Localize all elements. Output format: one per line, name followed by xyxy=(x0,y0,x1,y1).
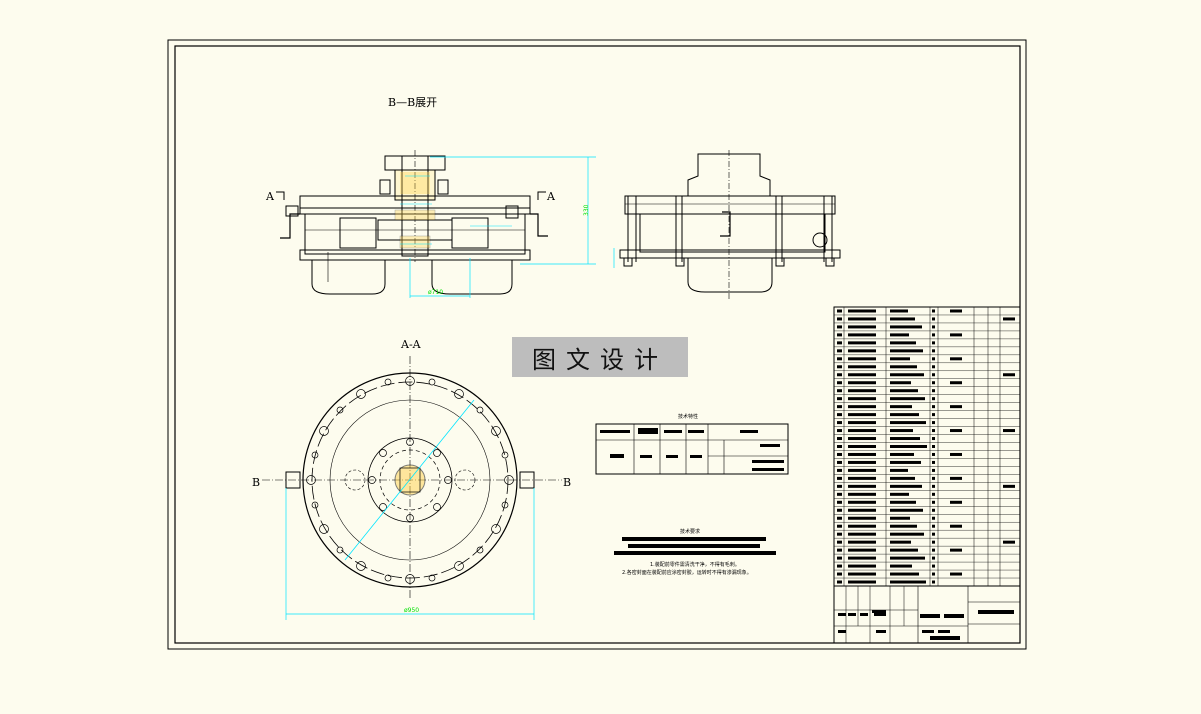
section-marker-a-left: A xyxy=(265,190,275,203)
tech-req-line-1: 1.装配前零件需清洗干净，不得有毛刺。 xyxy=(650,561,740,568)
dim-bottom-label: ø710 xyxy=(428,289,443,296)
bb-dimensions: 330 ø710 xyxy=(400,156,596,298)
section-aa-title: A-A xyxy=(400,338,422,351)
tech-requirements: 技术要求 1.装配前零件需清洗干净，不得有毛刺。 2.各密封面在装配前应涂密封胶… xyxy=(614,528,776,576)
section-marker-b-left: B xyxy=(252,476,260,489)
parts-list-table xyxy=(833,306,1021,587)
title-block xyxy=(833,585,1021,644)
watermark-label: 图文设计 xyxy=(512,337,688,377)
section-aa-view: A-A B B xyxy=(252,338,571,620)
section-marker-b-right: B xyxy=(563,476,571,489)
tech-spec-title: 技术特性 xyxy=(678,413,698,420)
dim-diameter-label: ø950 xyxy=(404,607,419,614)
section-bb-title: B—B展开 xyxy=(388,96,437,109)
section-marker-a-right: A xyxy=(546,190,556,203)
section-bb-view: B—B展开 A A xyxy=(265,96,596,298)
dim-height-label: 330 xyxy=(583,204,590,216)
outer-frame xyxy=(167,39,1027,650)
tech-spec-table: 技术特性 xyxy=(595,413,789,475)
tech-req-title: 技术要求 xyxy=(680,528,700,535)
side-view xyxy=(613,150,841,300)
tech-req-line-2: 2.各密封面在装配前应涂密封胶，运转时不得有渗漏现象。 xyxy=(622,569,752,576)
